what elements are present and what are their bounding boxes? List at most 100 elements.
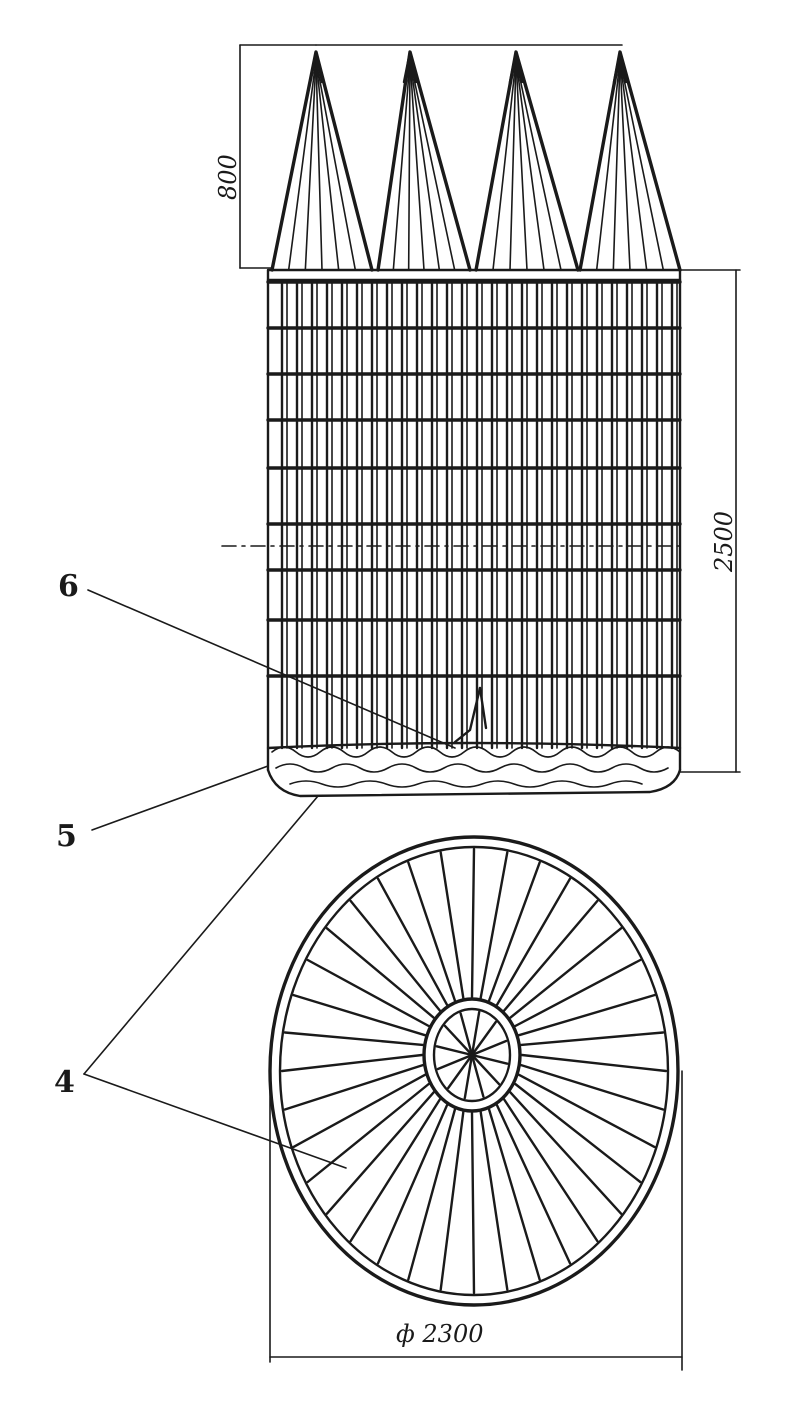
spoke [502, 1098, 599, 1243]
hub-rib [470, 1053, 509, 1065]
spoke [283, 1031, 424, 1047]
spoke [306, 958, 430, 1028]
spoke [487, 861, 541, 1002]
callout-6: 6 [58, 569, 456, 749]
spoke [502, 899, 599, 1012]
body-hoops [266, 280, 682, 678]
spoke [292, 1073, 427, 1149]
spoke [495, 877, 572, 1006]
cone-rib [315, 59, 340, 271]
spoke [376, 877, 449, 1006]
cone-rib [315, 59, 357, 271]
hub-rib [436, 1053, 474, 1071]
cylinder-body [221, 268, 682, 772]
wheel-spokes [280, 847, 668, 1295]
spoke [325, 927, 435, 1019]
hub-rib [435, 1045, 474, 1057]
cone-rib [492, 59, 517, 271]
body-vertical-slats [280, 280, 678, 750]
cone-rib [304, 59, 317, 271]
body-height-dimension: 2500 [679, 269, 741, 773]
cone-outline [270, 50, 374, 272]
spoke [514, 1082, 642, 1184]
cone [270, 50, 374, 272]
spoke [479, 851, 509, 1000]
diameter-label: ф 2300 [396, 1320, 484, 1348]
callout-4: 4 [54, 795, 347, 1169]
hub-detail [435, 1010, 509, 1100]
callout-5: 5 [56, 765, 269, 854]
cone-height-label: 800 [214, 154, 242, 200]
hub-rib [470, 1039, 508, 1057]
cone-rib [409, 59, 441, 271]
cone [474, 50, 580, 272]
cone [376, 50, 472, 272]
spoke [517, 1073, 656, 1149]
cone-rib [515, 59, 562, 271]
spoke [520, 1031, 665, 1047]
cone-tip [612, 50, 628, 84]
hub-rib [459, 1012, 474, 1057]
spoke [509, 927, 623, 1019]
spoke [439, 1110, 465, 1291]
spoke [470, 1111, 476, 1295]
hub-rib [443, 1024, 474, 1057]
spoke [283, 1063, 424, 1111]
cone-rib [409, 59, 425, 271]
cone [578, 50, 682, 272]
cone-rib [392, 59, 411, 271]
spoke [509, 1091, 623, 1215]
diameter-dimension: ф 2300 [269, 1070, 683, 1371]
spoke [520, 1063, 665, 1111]
hub-rib [447, 1053, 474, 1090]
cone-rib [612, 59, 621, 271]
cone-rib [619, 59, 648, 271]
body-height-label: 2500 [710, 511, 738, 573]
hub-rib [470, 1020, 497, 1057]
cone-section [270, 50, 682, 272]
hub-rib [470, 1053, 501, 1086]
spoke [306, 1082, 430, 1184]
spoke [479, 1110, 509, 1291]
cone-rib [409, 59, 456, 271]
callout-6-label: 6 [58, 569, 79, 604]
cone-rib [619, 59, 631, 271]
spoke [470, 847, 476, 999]
spoke [495, 1103, 572, 1265]
spoke [439, 851, 465, 1000]
cone-height-dimension: 800 [214, 44, 623, 269]
cone-tip [402, 50, 418, 84]
base-bottom [266, 686, 682, 798]
spoke [407, 1108, 457, 1281]
spoke [280, 1053, 424, 1073]
spoke [520, 1053, 668, 1073]
cone-rib [509, 59, 517, 271]
hub-rib [470, 1010, 481, 1057]
cone-rib [515, 59, 528, 271]
callout-5-label: 5 [56, 819, 77, 854]
cone-rib [315, 59, 323, 271]
spoke [376, 1103, 449, 1265]
cone-tip [308, 50, 324, 84]
cone-rib [515, 59, 545, 271]
spoke [349, 1098, 442, 1243]
hub-rib [463, 1053, 474, 1100]
spoke [349, 899, 442, 1012]
cone-outline [474, 50, 580, 272]
hub-rib [470, 1053, 485, 1098]
spoke [325, 1091, 435, 1215]
plan-view [268, 835, 680, 1307]
cone-tip [508, 50, 524, 84]
spoke [487, 1108, 541, 1281]
spoke [292, 993, 427, 1037]
spoke [407, 861, 457, 1002]
spoke [514, 958, 642, 1028]
cone-rib [619, 59, 665, 271]
cone-rib [287, 59, 317, 271]
cone-rib [407, 59, 411, 271]
cone-rib [595, 59, 621, 271]
callout-4-label: 4 [54, 1065, 75, 1100]
cone-outline [578, 50, 682, 272]
spoke [517, 993, 656, 1037]
